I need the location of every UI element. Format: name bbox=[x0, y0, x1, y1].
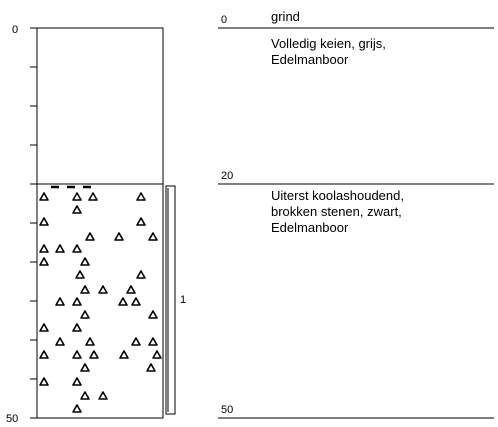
axis-label-top: 0 bbox=[12, 24, 19, 36]
triangle-symbol bbox=[72, 350, 82, 359]
sample-label: 1 bbox=[180, 294, 187, 306]
sample-bar bbox=[165, 185, 176, 415]
triangle-symbol bbox=[114, 232, 124, 241]
triangle-symbol bbox=[72, 377, 82, 386]
triangle-symbol bbox=[55, 337, 65, 346]
triangle-symbol bbox=[80, 310, 90, 319]
triangle-symbol bbox=[39, 192, 49, 201]
triangle-symbol bbox=[152, 350, 162, 359]
layer-code: grind bbox=[271, 9, 300, 24]
triangle-symbol bbox=[80, 391, 90, 400]
triangle-symbol bbox=[75, 270, 85, 279]
triangle-symbol bbox=[55, 244, 65, 253]
triangle-symbol bbox=[148, 232, 158, 241]
triangle-symbol bbox=[72, 297, 82, 306]
triangle-symbol bbox=[119, 350, 129, 359]
layer-depth-0: 0 bbox=[221, 14, 228, 26]
triangle-symbol bbox=[85, 232, 95, 241]
triangle-symbol bbox=[131, 337, 141, 346]
layer-description-line: brokken stenen, zwart, bbox=[271, 204, 402, 219]
triangle-symbol bbox=[85, 337, 95, 346]
triangle-symbol bbox=[118, 297, 128, 306]
triangle-symbol bbox=[39, 350, 49, 359]
triangle-symbol bbox=[80, 257, 90, 266]
axis-label-bottom: 50 bbox=[6, 413, 19, 425]
layer-depth-20: 20 bbox=[221, 170, 234, 182]
triangle-symbol bbox=[136, 217, 146, 226]
triangle-symbol bbox=[72, 323, 82, 332]
triangle-symbol bbox=[39, 323, 49, 332]
triangle-symbol bbox=[98, 391, 108, 400]
triangle-symbol bbox=[72, 192, 82, 201]
triangle-symbol bbox=[39, 217, 49, 226]
triangle-symbol bbox=[136, 192, 146, 201]
triangle-symbol bbox=[72, 205, 82, 214]
triangle-symbol bbox=[146, 363, 156, 372]
triangle-symbol bbox=[72, 404, 82, 413]
borehole-column bbox=[36, 27, 164, 419]
triangle-symbol bbox=[89, 350, 99, 359]
layer-description-line: Edelmanboor bbox=[271, 220, 349, 235]
triangle-symbol bbox=[148, 310, 158, 319]
triangle-symbol bbox=[39, 244, 49, 253]
triangle-symbol bbox=[72, 244, 82, 253]
triangle-symbol bbox=[39, 257, 49, 266]
layer-description-line: Edelmanboor bbox=[271, 52, 349, 67]
triangle-symbol bbox=[80, 363, 90, 372]
triangle-symbol bbox=[98, 285, 108, 294]
triangle-symbol bbox=[39, 377, 49, 386]
triangle-symbol bbox=[55, 297, 65, 306]
layer-description-line: Uiterst koolashoudend, bbox=[271, 188, 404, 203]
depth-ticks bbox=[30, 27, 37, 419]
layer-depth-50: 50 bbox=[221, 404, 234, 416]
triangle-symbol bbox=[88, 192, 98, 201]
stone-fragment-pattern bbox=[39, 192, 162, 413]
triangle-symbol bbox=[126, 285, 136, 294]
triangle-symbol bbox=[148, 337, 158, 346]
triangle-symbol bbox=[131, 297, 141, 306]
triangle-symbol bbox=[80, 285, 90, 294]
layer-description-line: Volledig keien, grijs, bbox=[271, 36, 386, 51]
triangle-symbol bbox=[136, 270, 146, 279]
